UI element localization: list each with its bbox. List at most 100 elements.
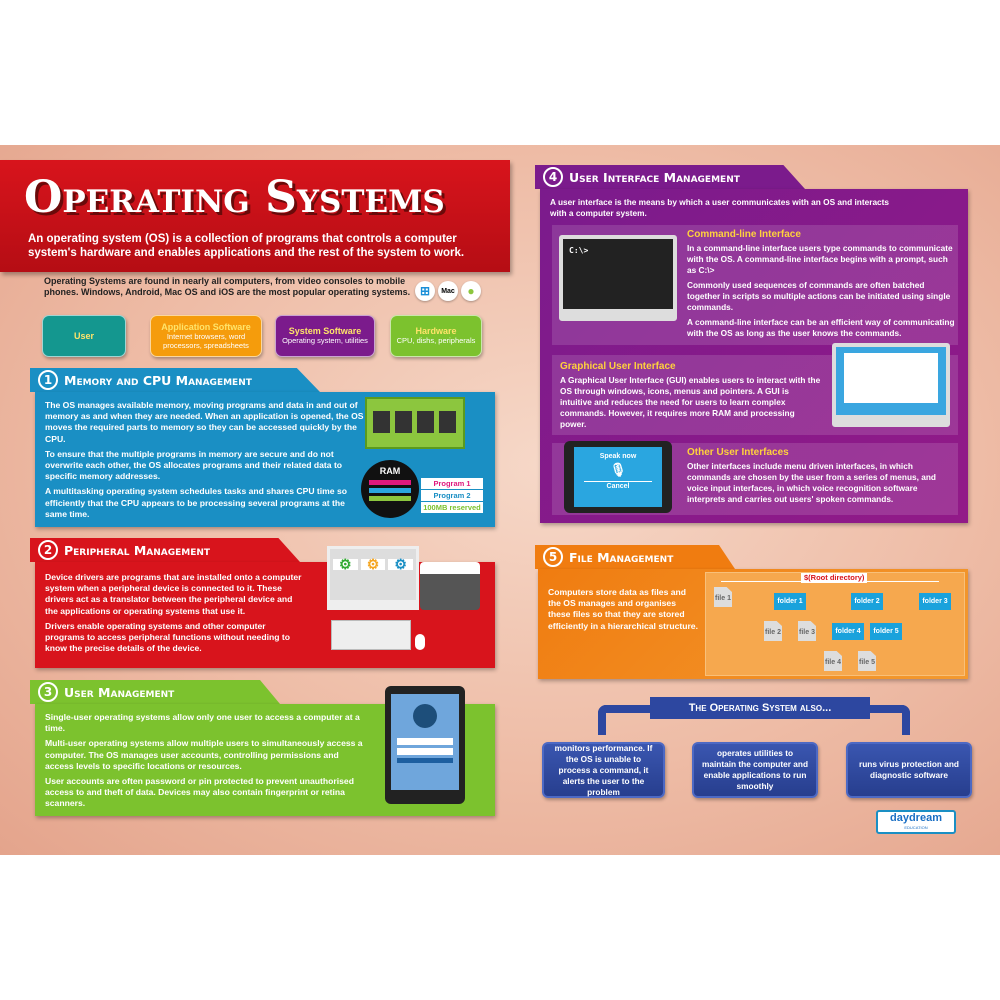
also-item: operates utilities to maintain the compu… — [692, 742, 818, 798]
paragraph: In a command-line interface users type c… — [687, 243, 953, 275]
title-banner: Operating Systems An operating system (O… — [0, 160, 510, 272]
os-icons: ⊞ Mac ● — [415, 281, 481, 301]
ram-item: Program 1 — [421, 478, 483, 489]
cli-panel: C:\> Command-line Interface In a command… — [552, 225, 958, 345]
ui-intro: A user interface is the means by which a… — [550, 197, 890, 219]
speak-now-label: Speak now — [599, 453, 637, 460]
section-number: 4 — [543, 167, 563, 187]
section-number: 5 — [543, 547, 563, 567]
folder-4-icon: folder 4 — [832, 623, 864, 640]
other-ui-title: Other User Interfaces — [687, 447, 789, 458]
poster: Operating Systems An operating system (O… — [0, 145, 1000, 855]
folder-2-icon: folder 2 — [851, 593, 883, 610]
section-ui-body: A user interface is the means by which a… — [540, 189, 968, 523]
section-ui-header: 4 User Interface Management — [535, 165, 805, 189]
also-item: runs virus protection and diagnostic sof… — [846, 742, 972, 798]
section-number: 2 — [38, 540, 58, 560]
section-title: User Interface Management — [569, 169, 740, 185]
mac-icon: Mac — [438, 281, 458, 301]
logo-sub: EDUCATION — [904, 825, 928, 830]
section-user-body: Single-user operating systems allow only… — [35, 686, 495, 816]
paragraph: Single-user operating systems allow only… — [45, 712, 360, 734]
flow-desc: Internet browsers, word processors, spre… — [163, 331, 249, 350]
paragraph: Drivers enable operating systems and oth… — [45, 620, 290, 654]
flow-desc: Operating system, utilities — [282, 336, 368, 345]
file-text: Computers store data as files and the OS… — [548, 587, 698, 631]
section-title: Peripheral Management — [64, 542, 211, 558]
paragraph: To ensure that the multiple programs in … — [45, 448, 343, 482]
flow-desc: CPU, dishs, peripherals — [396, 336, 476, 345]
mouse-icon — [415, 634, 425, 650]
mac-label: Mac — [441, 287, 455, 295]
tablet-login-icon — [385, 686, 465, 804]
ram-legend: Program 1 Program 2 100MB reserved — [421, 478, 483, 513]
android-icon: ● — [461, 281, 481, 301]
paragraph: Device drivers are programs that are ins… — [45, 572, 302, 616]
section-title: User Management — [64, 684, 175, 700]
directory-tree: $(Root directory) file 1 folder 1 folder… — [705, 572, 965, 676]
subtitle: An operating system (OS) is a collection… — [28, 233, 465, 259]
paragraph: A multitasking operating system schedule… — [45, 486, 347, 519]
page-title: Operating Systems — [24, 172, 445, 223]
paragraph: The OS manages available memory, moving … — [45, 400, 364, 444]
file-2-icon: file 2 — [764, 621, 782, 641]
flow-title: Application Software — [161, 321, 251, 332]
section-title: Memory and CPU Management — [64, 372, 252, 388]
gui-text: A Graphical User Interface (GUI) enables… — [560, 375, 821, 429]
gui-panel: Graphical User Interface A Graphical User… — [552, 343, 958, 435]
keyboard-icon — [331, 620, 411, 650]
ram-chip-icon — [365, 397, 465, 449]
printer-icon — [420, 562, 480, 610]
section-peripheral-body: Device drivers are programs that are ins… — [35, 546, 495, 668]
file-5-icon: file 5 — [858, 651, 876, 671]
section-peripheral-header: 2 Peripheral Management — [30, 538, 300, 562]
section-title: File Management — [569, 549, 674, 565]
also-title: The Operating System also... — [650, 697, 870, 719]
folder-3-icon: folder 3 — [919, 593, 951, 610]
cli-monitor-icon: C:\> — [559, 235, 677, 321]
daydream-logo: daydream EDUCATION — [876, 810, 956, 834]
file-1-icon: file 1 — [714, 587, 732, 607]
ram-circle: RAM — [361, 460, 419, 518]
file-4-icon: file 4 — [824, 651, 842, 671]
paragraph: A command-line interface can be an effic… — [687, 317, 955, 338]
section-file-header: 5 File Management — [535, 545, 735, 569]
paragraph: User accounts are often password or pin … — [45, 776, 354, 809]
gear-icon: ⚙ — [360, 557, 386, 571]
tree-root: $(Root directory) — [801, 573, 868, 583]
gui-title: Graphical User Interface — [560, 361, 676, 372]
section-memory-body: The OS manages available memory, moving … — [35, 392, 495, 527]
section-number: 1 — [38, 370, 58, 390]
gear-icon: ⚙ — [333, 557, 358, 571]
flow-title: User — [73, 330, 94, 341]
windows-icon: ⊞ — [415, 281, 435, 301]
file-3-icon: file 3 — [798, 621, 816, 641]
microphone-icon: 🎙 — [609, 462, 627, 477]
computer-icon: ⚙⚙⚙ — [327, 546, 419, 610]
paragraph: Commonly used sequences of commands are … — [687, 280, 951, 312]
flow-title: System Software — [288, 326, 362, 336]
ram-item: 100MB reserved — [421, 502, 483, 513]
section-file-body: Computers store data as files and the OS… — [538, 569, 968, 679]
paragraph: Multi-user operating systems allow multi… — [45, 738, 363, 771]
camera-icon — [413, 704, 437, 728]
cli-title: Command-line Interface — [687, 229, 801, 240]
gui-monitor-icon — [832, 343, 950, 427]
ram-label: RAM — [379, 466, 401, 476]
also-item: monitors performance. If the OS is unabl… — [542, 742, 665, 798]
folder-1-icon: folder 1 — [774, 593, 806, 610]
folder-5-icon: folder 5 — [870, 623, 902, 640]
logo-text: daydream — [890, 812, 942, 824]
cancel-label: Cancel — [584, 481, 652, 491]
intro-text: Operating Systems are found in nearly al… — [44, 276, 411, 297]
section-memory-header: 1 Memory and CPU Management — [30, 368, 320, 392]
gear-icon: ⚙ — [388, 557, 414, 571]
flow-title: Hardware — [415, 326, 457, 336]
voice-tablet-icon: Speak now 🎙 Cancel — [564, 441, 672, 513]
other-ui-text: Other interfaces include menu driven int… — [687, 461, 936, 504]
